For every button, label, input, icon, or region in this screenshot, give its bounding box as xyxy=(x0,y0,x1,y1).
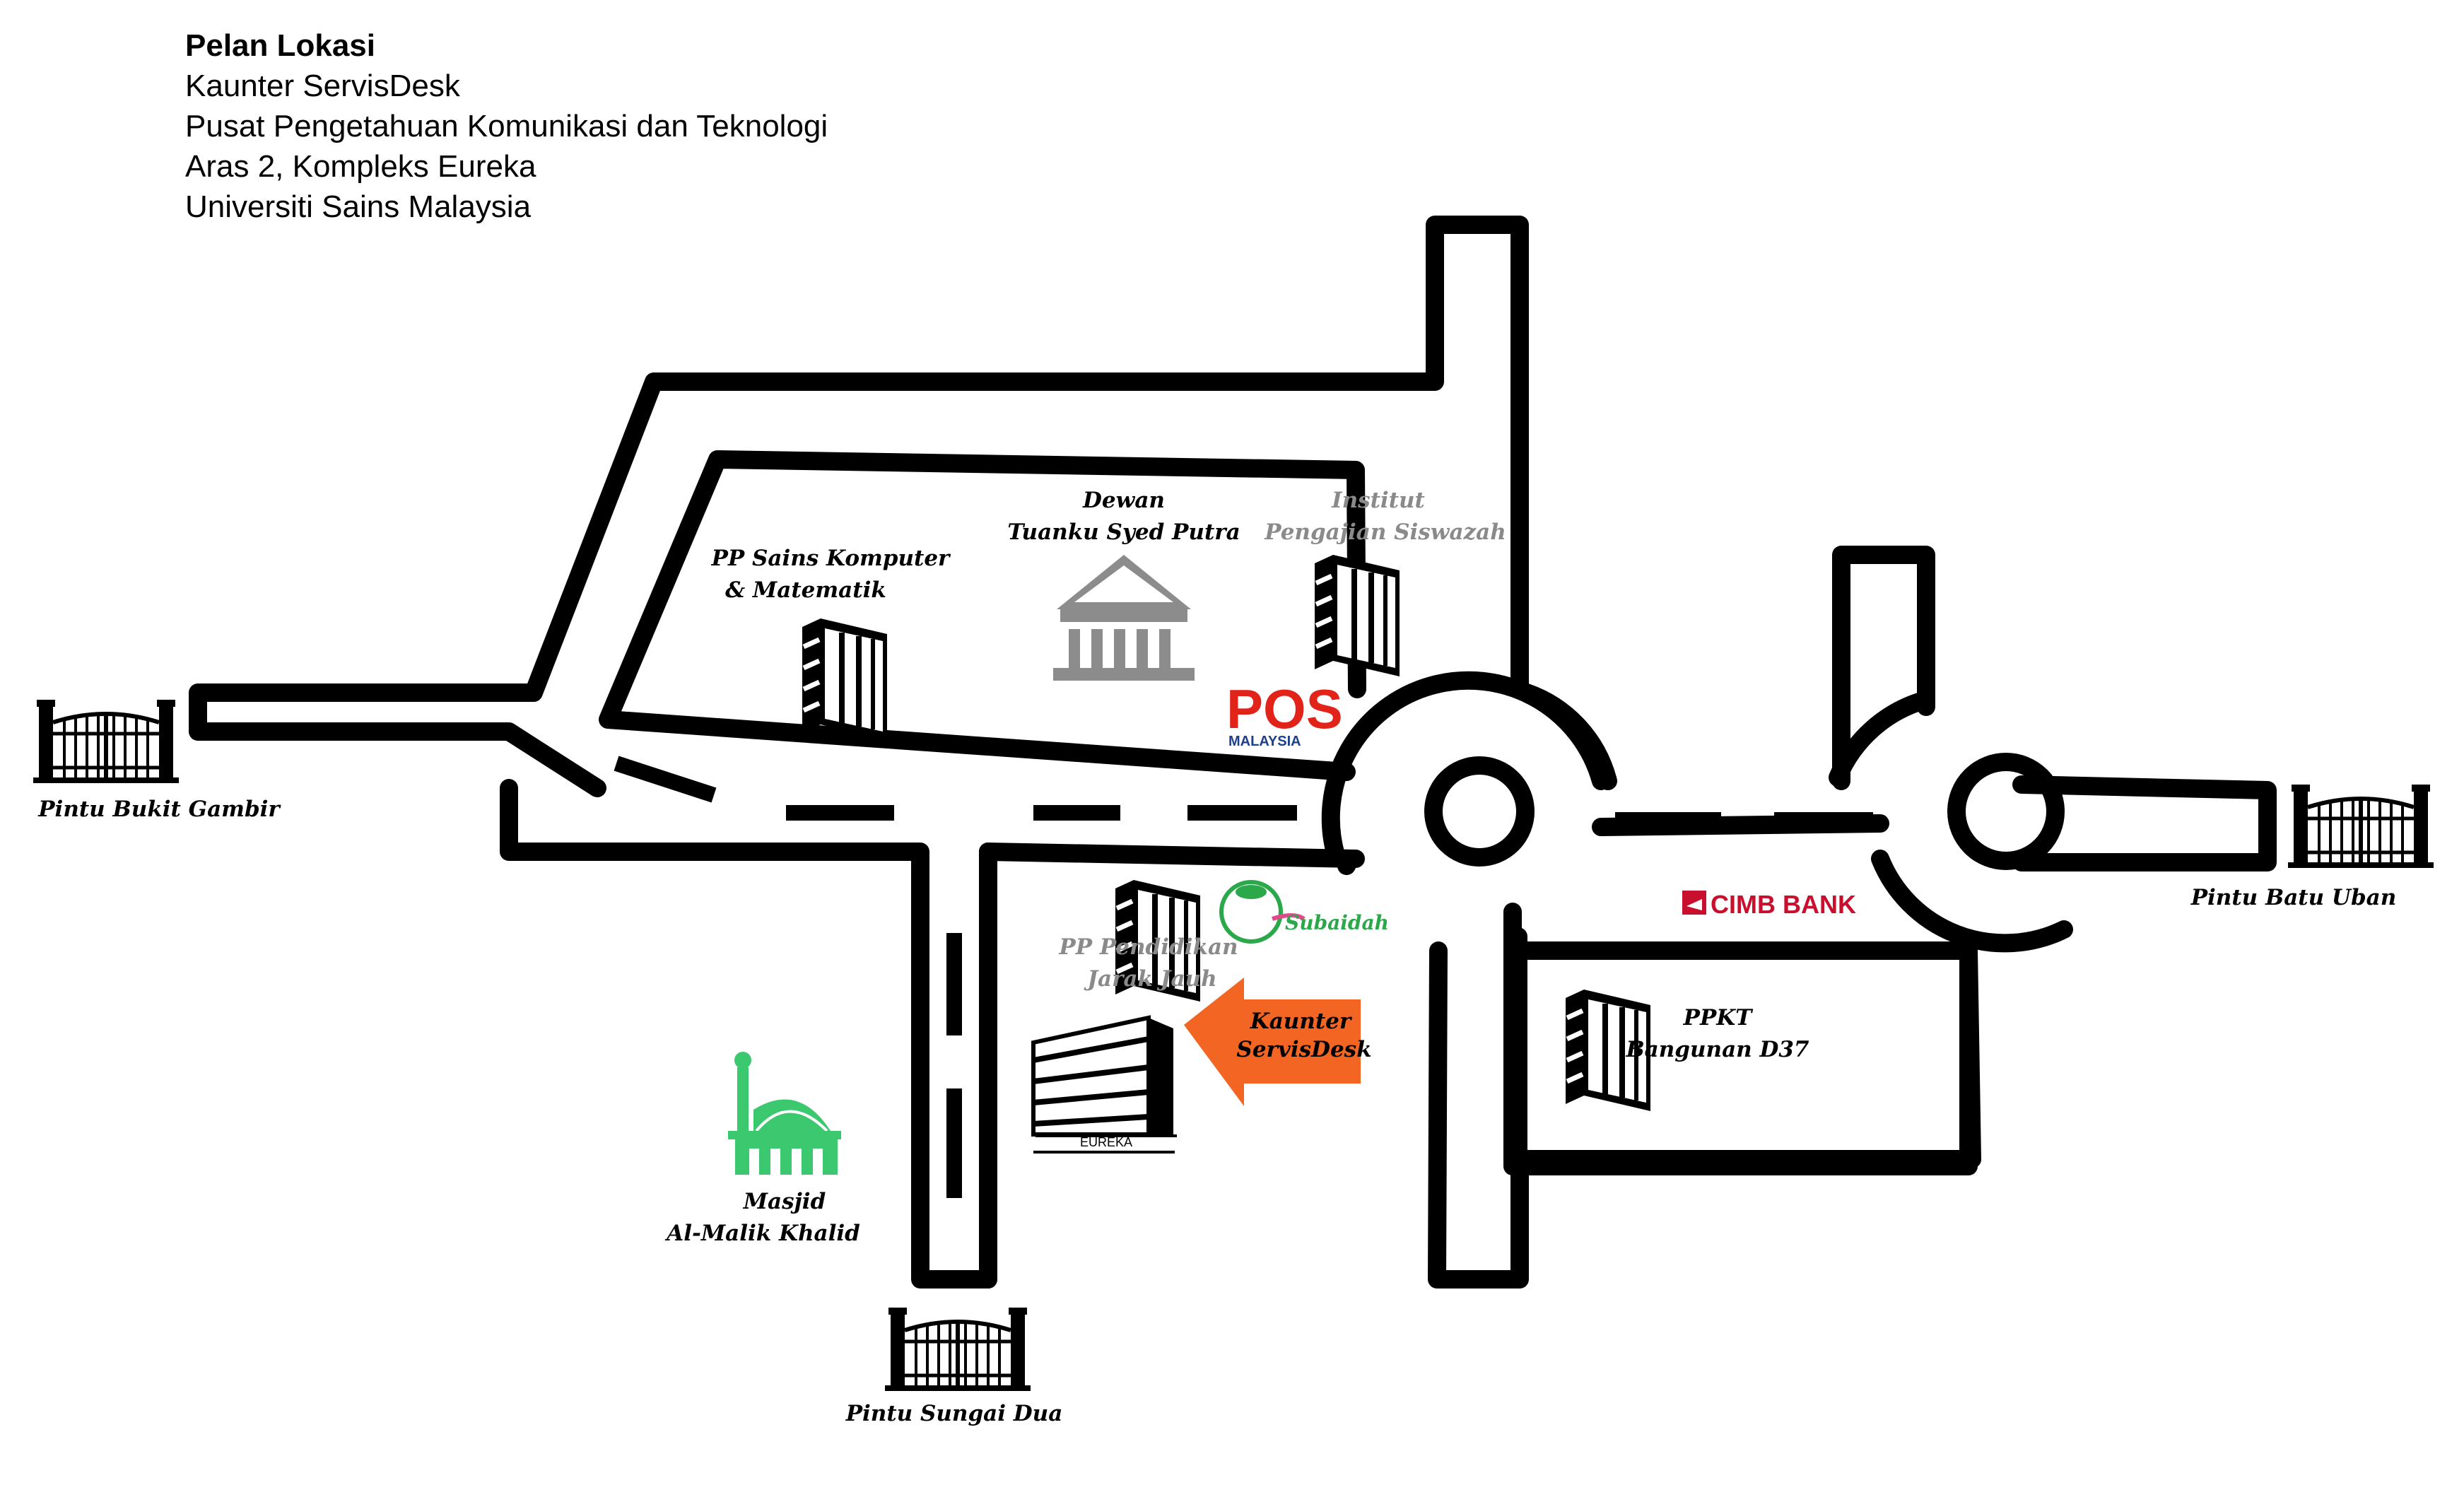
label-institut: Institut xyxy=(1331,488,1425,513)
eureka-building-icon: EUREKA xyxy=(1031,1015,1177,1154)
label-masjid: Masjid xyxy=(743,1189,826,1214)
pos-logo: POS MALAYSIA xyxy=(1226,678,1343,749)
label-jarak-jauh: Jarak Jauh xyxy=(1084,966,1216,992)
label-pintu-sungai-dua: Pintu Sungai Dua xyxy=(845,1401,1063,1426)
gate-icon xyxy=(2288,785,2434,868)
map-header: Pelan Lokasi Kaunter ServisDesk Pusat Pe… xyxy=(185,25,828,227)
header-line-2: Pusat Pengetahuan Komunikasi dan Teknolo… xyxy=(185,109,828,143)
label-pp-sains-komputer-2: & Matematik xyxy=(725,577,886,603)
label-dewan-2: Tuanku Syed Putra xyxy=(1007,520,1240,545)
label-pintu-bukit-gambir: Pintu Bukit Gambir xyxy=(37,797,281,822)
kaunter-servisdesk-arrow: Kaunter ServisDesk xyxy=(1184,978,1372,1106)
mosque-icon xyxy=(728,1052,841,1175)
label-pp-pendidikan: PP Pendidikan xyxy=(1058,934,1238,960)
label-ppkt: PPKT xyxy=(1683,1005,1754,1031)
hall-icon xyxy=(1053,555,1195,681)
gate-icon xyxy=(885,1308,1031,1391)
arrow-icon xyxy=(1184,978,1361,1106)
header-title: Pelan Lokasi xyxy=(185,28,376,63)
subaidah-text: Subaidah xyxy=(1285,911,1389,934)
eureka-label: EUREKA xyxy=(1080,1135,1132,1149)
label-servisdesk: ServisDesk xyxy=(1236,1037,1371,1062)
header-line-4: Universiti Sains Malaysia xyxy=(185,189,532,224)
pos-logo-subtext: MALAYSIA xyxy=(1228,734,1301,749)
label-bangunan-d37: Bangunan D37 xyxy=(1625,1037,1809,1062)
pos-logo-text: POS xyxy=(1226,678,1343,740)
label-pp-sains-komputer: PP Sains Komputer xyxy=(711,546,951,571)
label-pintu-batu-uban: Pintu Batu Uban xyxy=(2190,885,2397,910)
label-institut-2: Pengajian Siswazah xyxy=(1264,520,1506,545)
road-network xyxy=(189,216,2277,1289)
label-kaunter: Kaunter xyxy=(1250,1009,1353,1034)
lane-markings xyxy=(614,756,1873,1198)
gate-icon xyxy=(33,700,179,783)
header-line-1: Kaunter ServisDesk xyxy=(185,69,460,103)
subaidah-logo: Subaidah xyxy=(1219,880,1389,944)
cimb-bank-logo: CIMB BANK xyxy=(1682,890,1856,919)
label-al-malik-khalid: Al-Malik Khalid xyxy=(664,1221,860,1246)
header-line-3: Aras 2, Kompleks Eureka xyxy=(185,149,536,184)
cimb-text: CIMB BANK xyxy=(1711,890,1856,919)
building-icon xyxy=(802,618,887,740)
label-dewan: Dewan xyxy=(1082,488,1165,513)
building-icon xyxy=(1315,555,1400,676)
